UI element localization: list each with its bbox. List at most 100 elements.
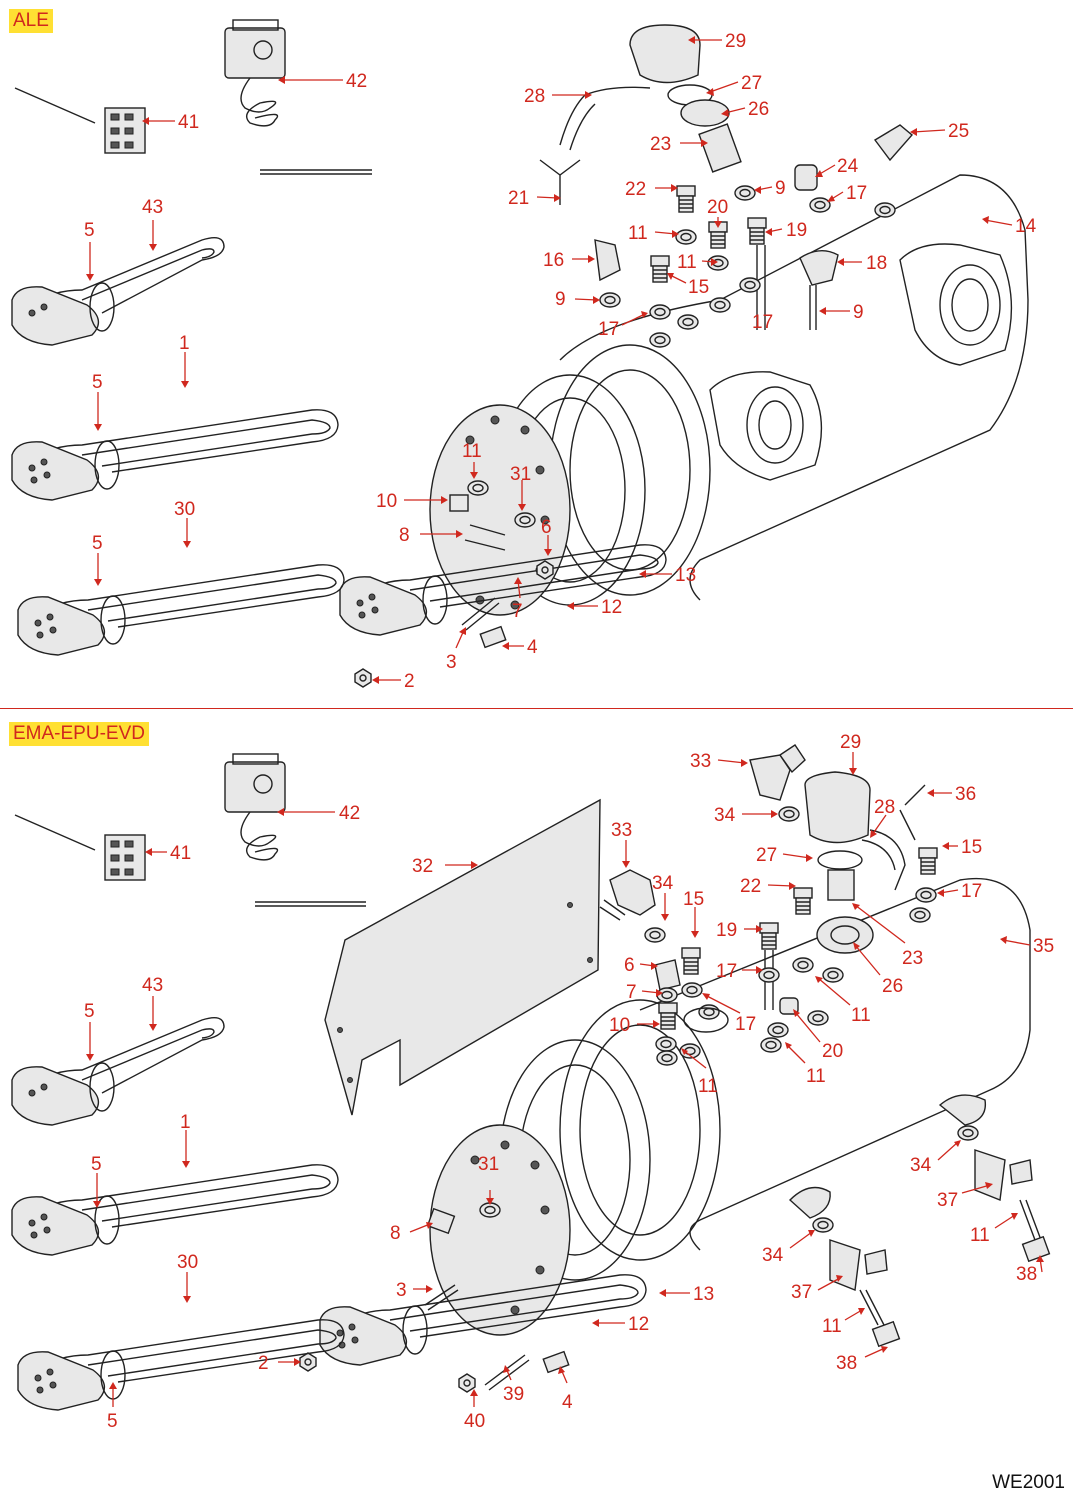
callout-42: 42 xyxy=(346,71,367,92)
callout-5-bottom-a: 5 xyxy=(84,1001,95,1022)
callout-1-top: 1 xyxy=(179,333,190,354)
callout-11-bottom-d: 11 xyxy=(970,1225,990,1246)
callout-28-bottom: 28 xyxy=(874,797,895,818)
callout-23-bottom: 23 xyxy=(902,948,923,969)
callout-22: 22 xyxy=(625,179,646,200)
callout-13-top: 13 xyxy=(675,565,696,586)
callout-15-bottom-b: 15 xyxy=(683,889,704,910)
section-tag-ale: ALE xyxy=(9,9,53,33)
callout-18: 18 xyxy=(866,253,887,274)
callout-5-top-c: 5 xyxy=(92,533,103,554)
callout-11-bottom-a: 11 xyxy=(851,1005,871,1026)
callout-5-bottom-c: 5 xyxy=(107,1411,118,1432)
ale-callouts: 29 42 28 27 26 41 23 25 24 9 22 17 21 43… xyxy=(84,31,1037,692)
callout-1-bottom: 1 xyxy=(180,1112,191,1133)
callout-12-top: 12 xyxy=(601,597,622,618)
callout-11-top-a: 11 xyxy=(628,223,648,244)
callout-8-bottom: 8 xyxy=(390,1223,401,1244)
callout-6-bottom: 6 xyxy=(624,955,635,976)
ale-drawing xyxy=(11,19,1029,688)
callout-11-bottom-c: 11 xyxy=(698,1076,718,1097)
callout-8-top: 8 xyxy=(399,525,410,546)
section-divider xyxy=(0,708,1073,709)
ema-drawing xyxy=(11,744,1051,1411)
callout-28: 28 xyxy=(524,86,545,107)
callout-7-top: 7 xyxy=(512,601,523,622)
callout-3-top: 3 xyxy=(446,652,457,673)
callout-17-bottom-c: 17 xyxy=(735,1014,756,1035)
callout-36: 36 xyxy=(955,784,976,805)
callout-2-bottom: 2 xyxy=(258,1353,269,1374)
callout-27-bottom: 27 xyxy=(756,845,777,866)
callout-30-top: 30 xyxy=(174,499,195,520)
callout-30-bottom: 30 xyxy=(177,1252,198,1273)
callout-11-top-b: 11 xyxy=(677,252,697,273)
callout-34-bottom-a: 34 xyxy=(714,805,736,826)
callout-9-top-a: 9 xyxy=(775,178,786,199)
callout-26: 26 xyxy=(748,99,769,120)
callout-41-bottom: 41 xyxy=(170,843,191,864)
callout-3-bottom: 3 xyxy=(396,1280,407,1301)
callout-11-bottom-e: 11 xyxy=(822,1316,842,1337)
callout-34-bottom-b: 34 xyxy=(652,873,674,894)
callout-17-top-a: 17 xyxy=(846,183,867,204)
callout-25: 25 xyxy=(948,121,969,142)
callout-31-bottom: 31 xyxy=(478,1154,499,1175)
callout-9-top-b: 9 xyxy=(555,289,566,310)
callout-5-top-b: 5 xyxy=(92,372,103,393)
callout-14: 14 xyxy=(1015,216,1037,237)
callout-26-bottom: 26 xyxy=(882,976,903,997)
callout-21: 21 xyxy=(508,188,529,209)
callout-19-top: 19 xyxy=(786,220,807,241)
callout-33-bottom-b: 33 xyxy=(611,820,632,841)
callout-31-top: 31 xyxy=(510,464,531,485)
callout-15-bottom-a: 15 xyxy=(961,837,982,858)
callout-37-bottom-a: 37 xyxy=(937,1190,958,1211)
callout-20-bottom: 20 xyxy=(822,1041,843,1062)
callout-41: 41 xyxy=(178,112,199,133)
callout-33-bottom-a: 33 xyxy=(690,751,711,772)
callout-6-top: 6 xyxy=(541,517,552,538)
callout-13-bottom: 13 xyxy=(693,1284,714,1305)
callout-34-bottom-c: 34 xyxy=(910,1155,932,1176)
callout-2-top: 2 xyxy=(404,671,415,692)
callout-7-bottom: 7 xyxy=(626,982,637,1003)
drawing-code: WE2001 xyxy=(992,1472,1065,1493)
callout-24: 24 xyxy=(837,156,859,177)
callout-4-bottom: 4 xyxy=(562,1392,573,1413)
callout-20-top: 20 xyxy=(707,197,728,218)
callout-35: 35 xyxy=(1033,936,1054,957)
callout-15-top: 15 xyxy=(688,277,709,298)
callout-39: 39 xyxy=(503,1384,524,1405)
callout-23: 23 xyxy=(650,134,671,155)
callout-37-bottom-b: 37 xyxy=(791,1282,812,1303)
callout-32: 32 xyxy=(412,856,433,877)
callout-29: 29 xyxy=(725,31,746,52)
callout-40: 40 xyxy=(464,1411,485,1432)
callout-19-bottom: 19 xyxy=(716,920,737,941)
callout-38-bottom-b: 38 xyxy=(836,1353,857,1374)
callout-22-bottom: 22 xyxy=(740,876,761,897)
callout-10-top: 10 xyxy=(376,491,397,512)
callout-10-bottom: 10 xyxy=(609,1015,630,1036)
callout-12-bottom: 12 xyxy=(628,1314,649,1335)
callout-11-top-c: 11 xyxy=(462,441,482,462)
callout-38-bottom-a: 38 xyxy=(1016,1264,1037,1285)
callout-5-bottom-b: 5 xyxy=(91,1154,102,1175)
callout-11-bottom-b: 11 xyxy=(806,1066,826,1087)
callout-17-top-c: 17 xyxy=(752,312,773,333)
callout-17-bottom-b: 17 xyxy=(716,961,737,982)
callout-4-top: 4 xyxy=(527,637,538,658)
callout-9-top-c: 9 xyxy=(853,302,864,323)
callout-42-bottom: 42 xyxy=(339,803,360,824)
ema-callouts: 33 29 42 36 28 34 15 41 33 27 32 22 34 1… xyxy=(84,732,1054,1432)
callout-43-bottom: 43 xyxy=(142,975,163,996)
callout-17-top-b: 17 xyxy=(598,319,619,340)
section-tag-ema-epu-evd: EMA-EPU-EVD xyxy=(9,722,149,746)
callout-16: 16 xyxy=(543,250,564,271)
callout-17-bottom-a: 17 xyxy=(961,881,982,902)
callout-27: 27 xyxy=(741,73,762,94)
callout-34-bottom-d: 34 xyxy=(762,1245,784,1266)
callout-43: 43 xyxy=(142,197,163,218)
